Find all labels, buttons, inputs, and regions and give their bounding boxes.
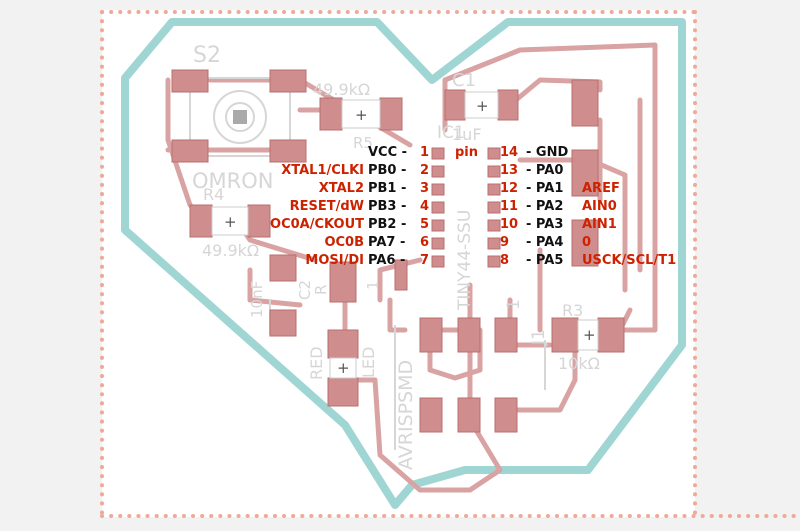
pin8-num: 8	[500, 253, 509, 268]
pin4-func: RESET/dW	[290, 199, 364, 214]
pin-column-header: pin	[455, 145, 478, 160]
pin8-port: - PA5	[526, 253, 563, 268]
pin2-num: 2	[420, 163, 429, 178]
pin13-port: - PA0	[526, 163, 563, 178]
pin5-num: 5	[420, 217, 429, 232]
pin12-num: 12	[500, 181, 518, 196]
pin14-port: - GND	[526, 145, 568, 160]
silk-r-small: R	[312, 285, 330, 295]
pin3-port: PB1 -	[368, 181, 406, 196]
silk-j1: J1	[529, 329, 549, 346]
pcb-pads	[171, 69, 625, 433]
svg-text:+: +	[355, 106, 368, 124]
silk-red: RED	[307, 346, 326, 380]
svg-text:+: +	[476, 97, 489, 115]
silk-ic1-part: TINY44-SSU	[455, 210, 475, 311]
pin13-num: 13	[500, 163, 518, 178]
pin7-num: 7	[420, 253, 429, 268]
pin2-port: PB0 -	[368, 163, 406, 178]
pin10-num: 10	[500, 217, 518, 232]
silk-c1-value: 1uF	[452, 125, 482, 144]
pin10-port: - PA3	[526, 217, 563, 232]
heart-outline	[121, 18, 686, 509]
pin5-func: OC0A/CKOUT	[270, 217, 364, 232]
pin7-port: PA6 -	[368, 253, 405, 268]
pin12-func: AREF	[582, 181, 620, 196]
silk-led: LED	[359, 347, 378, 378]
pin9-num: 9	[500, 235, 509, 250]
silk-r3-value: 10kΩ	[558, 354, 600, 373]
pin1-port: VCC -	[368, 145, 407, 160]
pin9-func: 0	[582, 235, 591, 250]
silk-s2: S2	[193, 43, 221, 68]
pin6-port: PA7 -	[368, 235, 405, 250]
pinout-left: XTAL1/CLKI XTAL2 RESET/dW OC0A/CKOUT OC0…	[270, 145, 429, 268]
silk-r4-value: 49.9kΩ	[202, 241, 259, 260]
silk-omron: OMRON	[192, 169, 273, 193]
pin7-func: MOSI/DI	[305, 253, 364, 268]
pin11-num: 11	[500, 199, 518, 214]
silk-ic1: IC1	[437, 123, 465, 143]
silk-r5: R5	[353, 134, 373, 152]
silk-cap-value: 10nF	[248, 281, 266, 318]
pin1-num: 1	[420, 145, 429, 160]
pin11-func: AIN0	[582, 199, 617, 214]
pin10-func: AIN1	[582, 217, 617, 232]
pin12-port: - PA1	[526, 181, 563, 196]
pin6-func: OC0B	[324, 235, 364, 250]
silk-r3: R3	[562, 301, 583, 320]
silk-r4: R4	[203, 185, 224, 204]
silk-one-left: 1	[364, 280, 382, 290]
pin6-num: 6	[420, 235, 429, 250]
silk-r5-value: 49.9kΩ	[313, 80, 370, 99]
pin4-num: 4	[420, 199, 429, 214]
component-plus-marks: + + + + +	[224, 97, 596, 377]
silkscreen-fills	[233, 110, 247, 124]
pinout-right: 14 13 12 11 10 9 8 - GND - PA0 - PA1 - P…	[500, 145, 676, 268]
silk-avrispsmd: AVRISPSMD	[395, 360, 417, 470]
pin11-port: - PA2	[526, 199, 563, 214]
component-bodies	[211, 91, 599, 379]
board-border-dots	[100, 10, 800, 518]
svg-text:+: +	[583, 326, 596, 344]
pin3-num: 3	[420, 181, 429, 196]
pin8-func: USCK/SCL/T1	[582, 253, 676, 268]
svg-text:+: +	[224, 213, 237, 231]
silkscreen-text: S2 OMRON 49.9kΩ R5 C1 1uF IC1 TINY44-SSU…	[192, 43, 600, 470]
silk-one-right: 1	[504, 299, 524, 310]
pin14-num: 14	[500, 145, 518, 160]
pin2-func: XTAL1/CLKI	[281, 163, 364, 178]
pin4-port: PB3 -	[368, 199, 406, 214]
silkscreen-lines	[189, 77, 546, 450]
pin3-func: XTAL2	[319, 181, 364, 196]
svg-text:+: +	[337, 359, 350, 377]
silk-c2: C2	[296, 280, 314, 300]
pin5-port: PB2 -	[368, 217, 406, 232]
silk-c1: C1	[452, 70, 476, 91]
pin9-port: - PA4	[526, 235, 563, 250]
